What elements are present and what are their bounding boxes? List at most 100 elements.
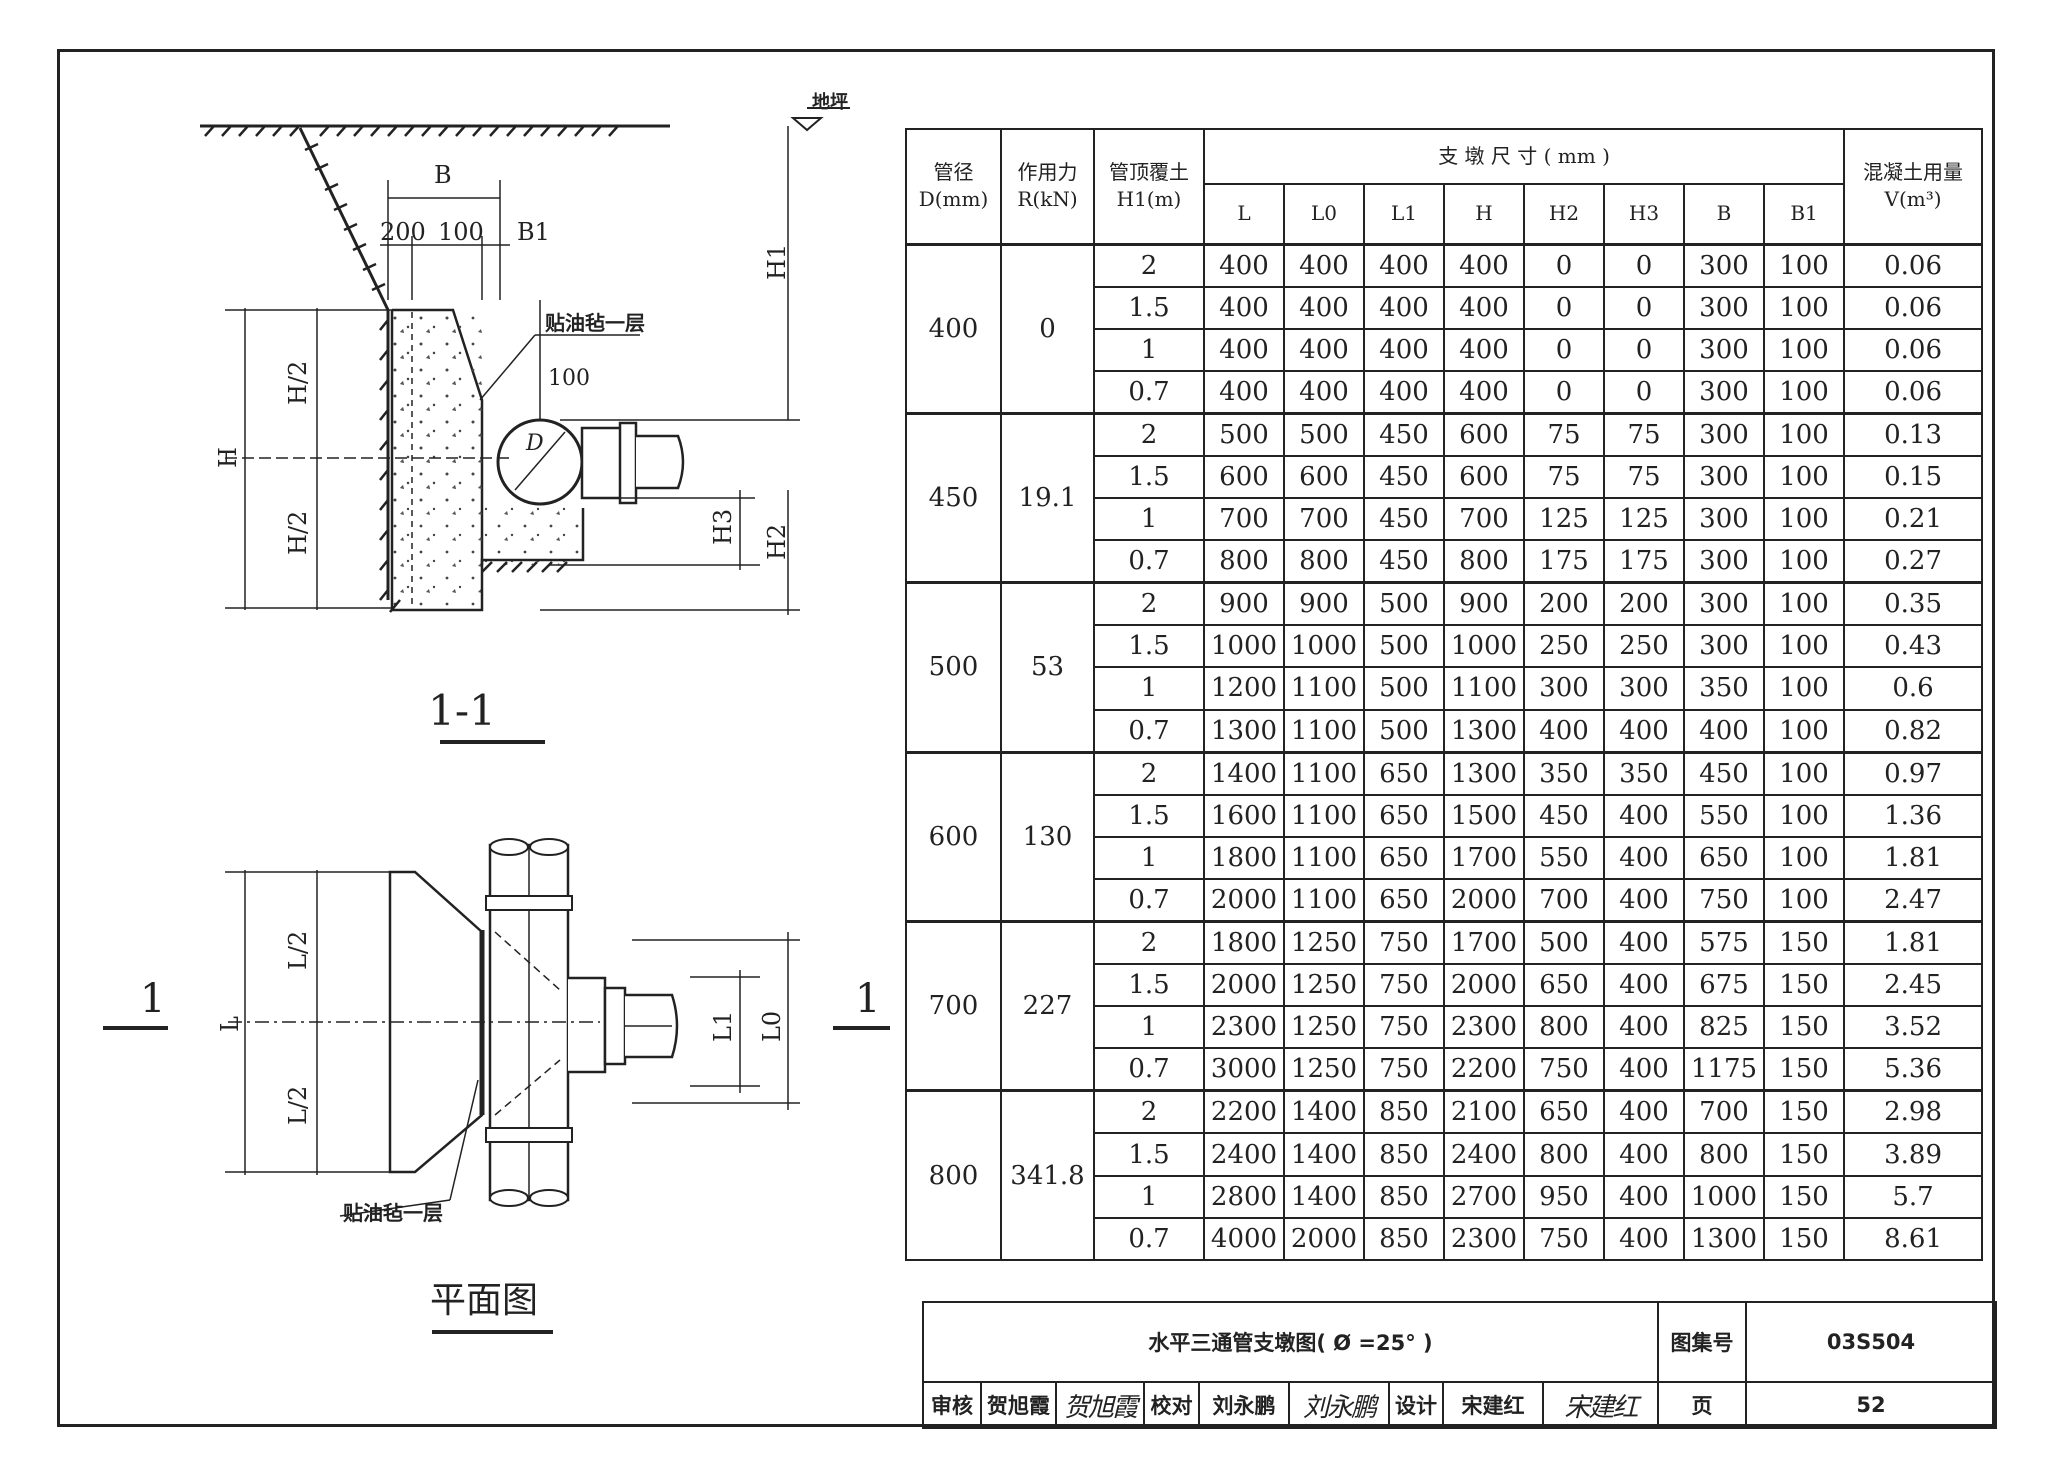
table-cell: 800 bbox=[1443, 539, 1525, 584]
table-cell: 1250 bbox=[1283, 920, 1365, 966]
cell-diameter: 500 bbox=[905, 581, 1002, 754]
table-cell: 1800 bbox=[1203, 920, 1285, 966]
check-name: 刘永鹏 bbox=[1198, 1381, 1290, 1429]
table-cell: 3.89 bbox=[1843, 1132, 1984, 1177]
table-cell: 100 bbox=[1762, 877, 1846, 923]
table-cell: 1300 bbox=[1443, 750, 1525, 796]
table-cell: 1300 bbox=[1203, 708, 1285, 754]
table-cell: 450 bbox=[1363, 454, 1445, 500]
table-cell: 0.35 bbox=[1843, 581, 1984, 627]
table-cell: 650 bbox=[1523, 963, 1605, 1008]
table-cell: 300 bbox=[1683, 454, 1765, 500]
table-cell: 1 bbox=[1093, 835, 1205, 880]
table-cell: 100 bbox=[1762, 411, 1846, 457]
table-cell: 150 bbox=[1762, 1132, 1846, 1177]
table-cell: 1300 bbox=[1683, 1216, 1765, 1262]
table-cell: 0 bbox=[1603, 369, 1685, 415]
dim-100-pipe: 100 bbox=[548, 366, 590, 391]
table-cell: 1100 bbox=[1283, 793, 1365, 838]
table-cell: 2.45 bbox=[1843, 963, 1984, 1008]
header-col: H bbox=[1443, 183, 1525, 245]
table-cell: 1400 bbox=[1283, 1174, 1365, 1219]
table-cell: 1000 bbox=[1683, 1174, 1765, 1219]
table-cell: 1700 bbox=[1443, 835, 1525, 880]
table-cell: 1000 bbox=[1203, 624, 1285, 669]
table-cell: 400 bbox=[1603, 1132, 1685, 1177]
table-cell: 1175 bbox=[1683, 1047, 1765, 1092]
table-cell: 500 bbox=[1283, 411, 1365, 457]
table-cell: 200 bbox=[1603, 581, 1685, 627]
check-signature: 刘永鹏 bbox=[1288, 1381, 1390, 1429]
dim-H3: H3 bbox=[709, 509, 737, 545]
table-cell: 1100 bbox=[1443, 666, 1525, 711]
table-cell: 825 bbox=[1683, 1005, 1765, 1050]
table-cell: 700 bbox=[1203, 497, 1285, 542]
table-cell: 750 bbox=[1363, 920, 1445, 966]
table-cell: 0 bbox=[1523, 369, 1605, 415]
table-cell: 2 bbox=[1093, 1089, 1205, 1135]
section-mark-left: 1 bbox=[140, 976, 165, 1022]
dim-H-half-bottom: H/2 bbox=[284, 511, 312, 555]
table-cell: 0.06 bbox=[1843, 327, 1984, 372]
table-cell: 400 bbox=[1283, 327, 1365, 372]
table-cell: 2000 bbox=[1443, 963, 1525, 1008]
cell-diameter: 700 bbox=[905, 919, 1002, 1092]
table-cell: 1100 bbox=[1283, 835, 1365, 880]
table-cell: 2000 bbox=[1203, 963, 1285, 1008]
table-cell: 400 bbox=[1363, 327, 1445, 372]
ground-hatch bbox=[204, 125, 619, 137]
table-cell: 1000 bbox=[1283, 624, 1365, 669]
table-cell: 0.7 bbox=[1093, 369, 1205, 415]
dim-L1: L1 bbox=[709, 1011, 737, 1042]
table-cell: 800 bbox=[1203, 539, 1285, 584]
review-label: 审核 bbox=[922, 1381, 982, 1429]
ground-label: 地坪 bbox=[812, 91, 848, 113]
table-cell: 800 bbox=[1523, 1132, 1605, 1177]
table-cell: 100 bbox=[1762, 285, 1846, 330]
table-cell: 2 bbox=[1093, 920, 1205, 966]
table-cell: 2 bbox=[1093, 242, 1205, 288]
dim-L-half-top: L/2 bbox=[284, 931, 312, 970]
table-cell: 1250 bbox=[1283, 963, 1365, 1008]
table-cell: 75 bbox=[1603, 454, 1685, 500]
dim-L0: L0 bbox=[758, 1011, 786, 1042]
table-cell: 900 bbox=[1443, 581, 1525, 627]
dim-B: B bbox=[434, 161, 452, 189]
page-number: 52 bbox=[1745, 1381, 1997, 1429]
table-cell: 850 bbox=[1363, 1132, 1445, 1177]
table-cell: 400 bbox=[1603, 963, 1685, 1008]
table-cell: 400 bbox=[1603, 1047, 1685, 1092]
table-cell: 400 bbox=[1603, 835, 1685, 880]
table-cell: 600 bbox=[1203, 454, 1285, 500]
table-cell: 1100 bbox=[1283, 666, 1365, 711]
dim-H: H bbox=[214, 447, 242, 468]
table-cell: 5.7 bbox=[1843, 1174, 1984, 1219]
table-cell: 2 bbox=[1093, 750, 1205, 796]
table-cell: 0.06 bbox=[1843, 242, 1984, 288]
dim-B1: B1 bbox=[517, 218, 550, 246]
table-cell: 700 bbox=[1683, 1089, 1765, 1135]
design-signature: 宋建红 bbox=[1542, 1381, 1659, 1429]
table-cell: 400 bbox=[1443, 369, 1525, 415]
table-cell: 300 bbox=[1683, 539, 1765, 584]
table-cell: 175 bbox=[1603, 539, 1685, 584]
table-cell: 750 bbox=[1363, 963, 1445, 1008]
design-label: 设计 bbox=[1388, 1381, 1444, 1429]
table-cell: 750 bbox=[1363, 1005, 1445, 1050]
table-cell: 400 bbox=[1443, 242, 1525, 288]
table-cell: 600 bbox=[1443, 454, 1525, 500]
table-cell: 400 bbox=[1283, 242, 1365, 288]
table-cell: 750 bbox=[1363, 1047, 1445, 1092]
table-cell: 400 bbox=[1603, 793, 1685, 838]
